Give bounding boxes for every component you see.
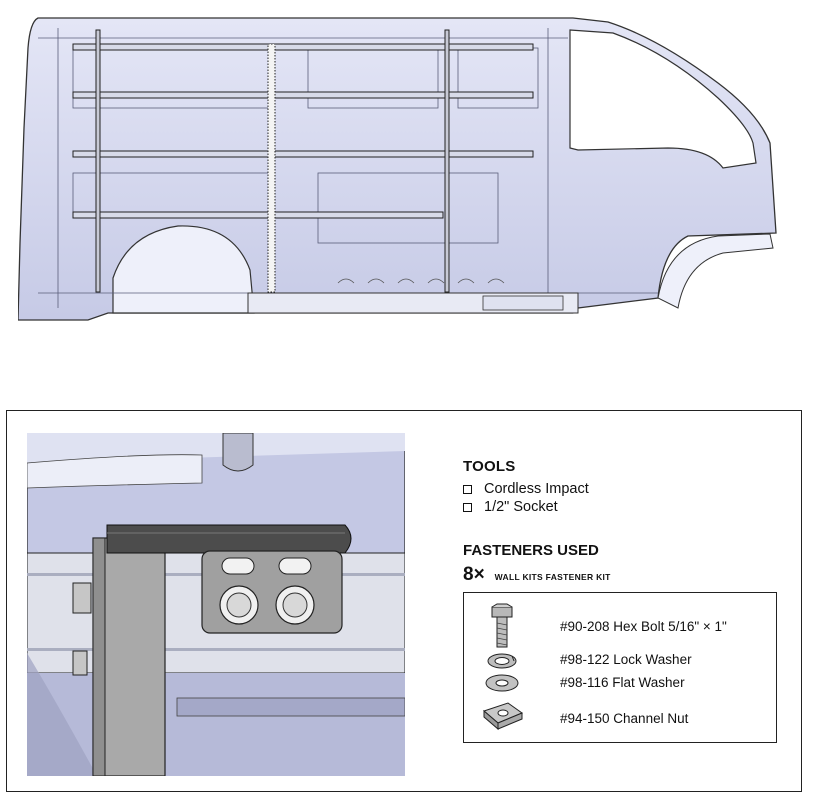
tool-label: Cordless Impact xyxy=(484,481,589,497)
tool-label: 1/2" Socket xyxy=(484,499,558,515)
rubber-edge-trim xyxy=(106,524,352,554)
upper-bolt-boss xyxy=(222,433,254,472)
fastener-label: #98-122 Lock Washer xyxy=(560,652,692,667)
wall-rails xyxy=(72,43,534,219)
rear-wheel-arch xyxy=(112,225,255,314)
front-wheel-arch xyxy=(657,233,774,309)
flat-washer-icon xyxy=(485,674,519,692)
fastener-kit-line: 8× WALL KITS FASTENER KIT xyxy=(463,564,611,586)
lock-washer-icon xyxy=(487,653,517,669)
tools-heading: TOOLS xyxy=(463,458,516,475)
checkbox-icon xyxy=(463,484,472,494)
fastener-label: #98-116 Flat Washer xyxy=(560,675,685,690)
fasteners-heading: FASTENERS USED xyxy=(463,542,599,559)
fastener-label: #90-208 Hex Bolt 5/16" × 1" xyxy=(560,619,727,634)
channel-nut-icon xyxy=(483,702,524,731)
fastener-label: #94-150 Channel Nut xyxy=(560,711,689,726)
bracket-bolt-heads xyxy=(219,585,315,625)
front-window xyxy=(569,29,757,169)
kit-name: WALL KITS FASTENER KIT xyxy=(494,572,611,582)
kit-quantity: 8× xyxy=(463,564,485,585)
hex-bolt-icon xyxy=(491,603,513,648)
tool-item: Cordless Impact xyxy=(463,481,589,497)
wall-uprights xyxy=(95,29,450,293)
side-bolt-heads xyxy=(72,582,92,676)
fastener-list-box: #90-208 Hex Bolt 5/16" × 1" #98-122 Lock… xyxy=(463,592,777,743)
instruction-panel: TOOLS Cordless Impact 1/2" Socket FASTEN… xyxy=(6,410,802,792)
checkbox-icon xyxy=(463,502,472,512)
tool-item: 1/2" Socket xyxy=(463,499,558,515)
bracket-closeup-diagram xyxy=(27,433,405,776)
van-wall-diagram xyxy=(18,17,777,321)
